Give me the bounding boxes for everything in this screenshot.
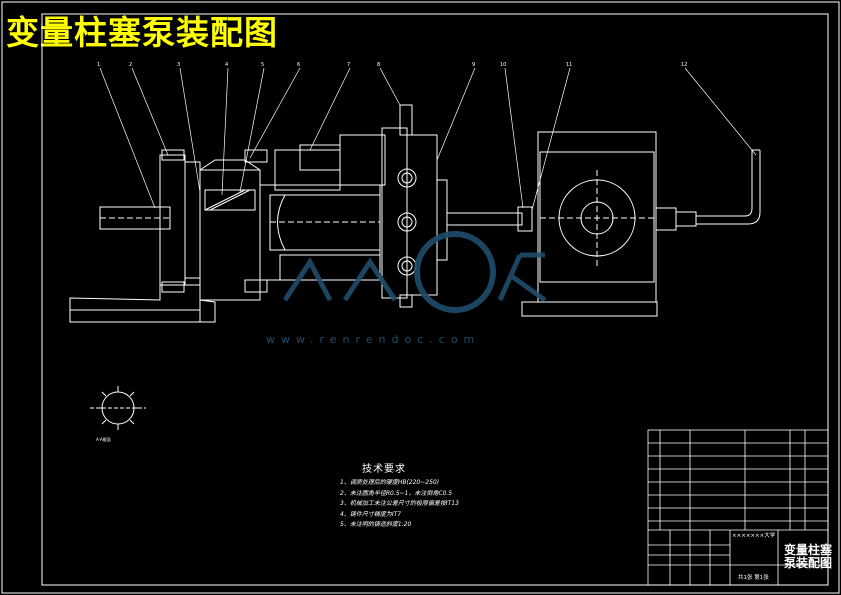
svg-text:10: 10 [500,62,506,68]
svg-text:6: 6 [297,62,300,68]
tech-requirements-list: 1、调质处理后的硬度HB(220~250) 2、未注圆角半径R0.5~1，未注倒… [340,478,459,531]
leader-lines [99,67,757,211]
svg-text:1: 1 [97,62,100,68]
tech-requirement-item: 3、机械加工未注公差尺寸的极限偏差按IT13 [340,500,459,507]
watermark-url: www.renrendoc.com [266,333,481,346]
title-block-drawing-name: 变量柱塞泵装配图 [783,543,832,570]
tech-requirement-item: 1、调质处理后的硬度HB(220~250) [340,479,440,486]
tech-requirements-heading: 技术要求 [362,464,406,475]
svg-text:4: 4 [225,62,228,68]
spline-section [90,386,146,430]
connecting-rod [446,212,523,226]
svg-text:8: 8 [377,62,380,68]
tech-requirement-item: 4、铸件尺寸精度为IT7 [340,510,402,518]
cylinder-block [259,184,381,281]
base-plate [69,284,216,323]
title-block-sheet: 共1张 第1张 [738,575,769,581]
end-cover [381,127,408,299]
svg-text:12: 12 [681,62,687,68]
svg-text:11: 11 [566,62,572,68]
svg-text:2: 2 [129,62,132,68]
svg-text:9: 9 [472,62,475,68]
section-note: A-A截面 [96,437,111,442]
title-block-school: ×××××××大学 [732,533,776,539]
tech-requirement-item: 2、未注圆角半径R0.5~1，未注倒角C0.5 [340,489,453,497]
svg-text:7: 7 [347,62,350,68]
watermark-logo [282,231,547,313]
drawing-title: 变量柱塞泵装配图 [6,13,278,52]
tech-requirement-item: 5、未注明的铸造斜度1:20 [340,521,412,528]
svg-text:3: 3 [177,62,180,68]
title-block [647,429,829,586]
svg-text:5: 5 [261,62,264,68]
oil-pipe [696,150,753,217]
inner-border [41,13,829,586]
